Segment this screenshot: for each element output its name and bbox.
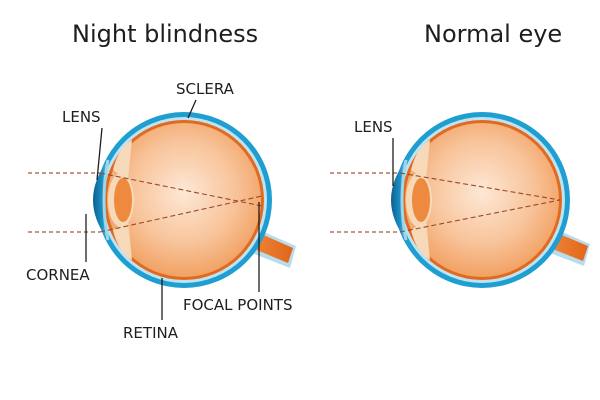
normal-inner-ray-top xyxy=(399,172,561,201)
normal-ciliary-body-bottom xyxy=(411,220,430,260)
inner-ray-bottom xyxy=(99,195,263,233)
vitreous-body xyxy=(107,123,261,277)
normal-eye xyxy=(391,112,590,288)
lens-label: LENS xyxy=(62,108,101,126)
sclera-label: SCLERA xyxy=(176,80,235,98)
night-blindness-panel: Night blindness xyxy=(26,20,296,342)
normal-inner-ray-bottom xyxy=(399,199,561,233)
ciliary-body-top xyxy=(113,140,132,180)
focal-points-label: FOCAL POINTS xyxy=(183,296,292,314)
cornea-label: CORNEA xyxy=(26,266,90,284)
ciliary-body-bottom xyxy=(113,220,132,260)
iris xyxy=(102,159,110,241)
night-blindness-title: Night blindness xyxy=(72,20,258,48)
lens-leader xyxy=(96,127,103,181)
night-blindness-eye xyxy=(93,112,296,288)
normal-vitreous-body xyxy=(405,123,559,277)
inner-ray-top xyxy=(99,172,263,207)
normal-lens-label: LENS xyxy=(354,118,393,136)
normal-ciliary-body-top xyxy=(411,140,430,180)
normal-iris xyxy=(400,159,408,241)
retina-label: RETINA xyxy=(123,324,179,342)
normal-lens xyxy=(412,178,430,222)
normal-eye-title: Normal eye xyxy=(424,20,562,48)
normal-eye-panel: Normal eye LENS xyxy=(330,20,590,288)
sclera-leader xyxy=(187,99,197,119)
lens xyxy=(114,178,132,222)
